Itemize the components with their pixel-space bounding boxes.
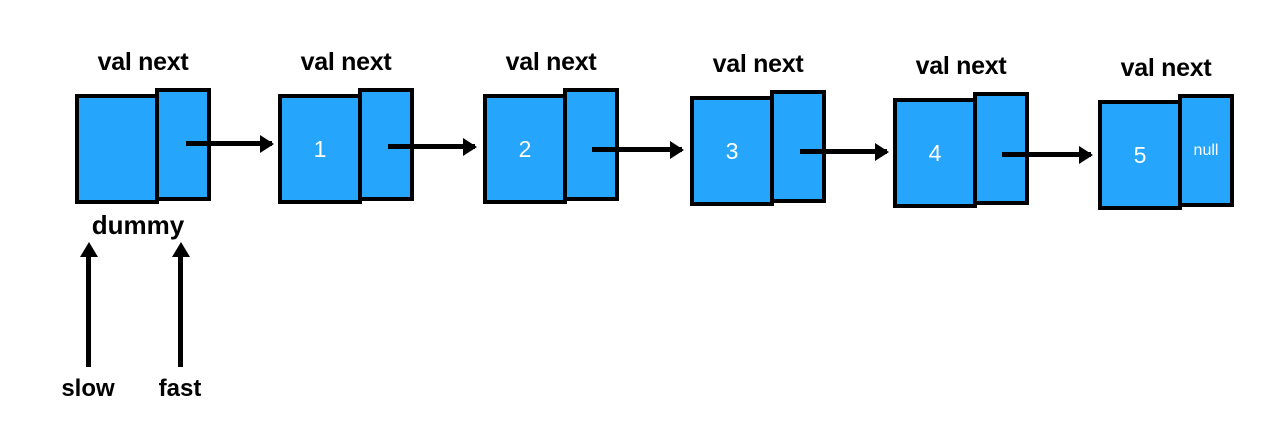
linked-list-node-5: val next 5 null — [1098, 54, 1234, 213]
fast-pointer-label: fast — [158, 375, 202, 402]
node-val-cell: 2 — [483, 94, 567, 204]
next-pointer-arrow-4-to-5 — [1002, 152, 1091, 157]
next-pointer-arrow-2-to-3 — [592, 147, 682, 152]
fast-pointer-arrow — [178, 255, 183, 367]
node-header-label: val next — [712, 50, 804, 78]
node-val-cell — [75, 94, 159, 204]
slow-pointer-label: slow — [61, 375, 115, 402]
node-header-label: val next — [300, 48, 392, 76]
node-val-cell: 1 — [278, 94, 362, 204]
linked-list-node-dummy: val next — [75, 48, 211, 207]
next-pointer-arrow-1-to-2 — [388, 144, 475, 149]
next-pointer-arrow-dummy-to-1 — [186, 141, 272, 146]
node-header-label: val next — [1120, 54, 1212, 82]
node-val-cell: 5 — [1098, 100, 1182, 210]
node-header-label: val next — [505, 48, 597, 76]
node-next-cell — [563, 88, 619, 201]
node-val-cell: 3 — [690, 96, 774, 206]
linked-list-node-3: val next 3 — [690, 50, 826, 209]
linked-list-node-4: val next 4 — [893, 52, 1029, 211]
next-pointer-arrow-3-to-4 — [800, 149, 887, 154]
node-next-cell-null: null — [1178, 94, 1234, 207]
dummy-node-caption: dummy — [91, 210, 185, 240]
linked-list-node-1: val next 1 — [278, 48, 414, 207]
node-header-label: val next — [915, 52, 1007, 80]
node-next-cell — [770, 90, 826, 203]
node-header-label: val next — [97, 48, 189, 76]
node-next-cell — [973, 92, 1029, 205]
linked-list-node-2: val next 2 — [483, 48, 619, 207]
node-val-cell: 4 — [893, 98, 977, 208]
slow-pointer-arrow — [86, 255, 91, 367]
